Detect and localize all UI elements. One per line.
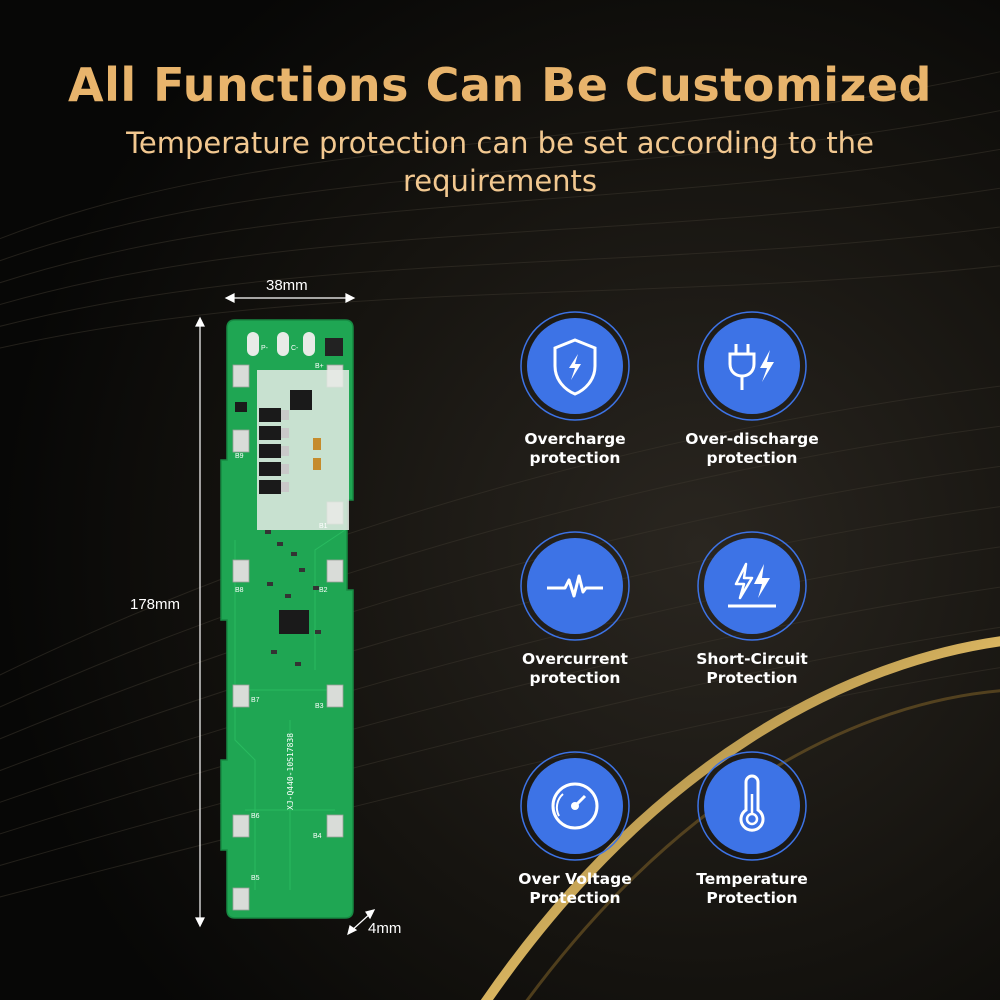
page-title: All Functions Can Be Customized <box>68 58 932 112</box>
shield-bolt-icon <box>520 311 630 421</box>
feature-temperature: Temperature Protection <box>662 750 842 908</box>
feature-over-voltage: Over Voltage Protection <box>485 750 665 908</box>
feature-label-temperature: Temperature Protection <box>696 870 808 907</box>
pulse-wave-icon <box>520 531 630 641</box>
feature-label-over-voltage: Over Voltage Protection <box>518 870 632 907</box>
feature-over-discharge: Over-discharge protection <box>662 310 842 468</box>
feature-label-short-circuit: Short-Circuit Protection <box>696 650 808 687</box>
feature-label-overcurrent: Overcurrent protection <box>522 650 628 687</box>
plug-bolt-icon <box>697 311 807 421</box>
cell-label-b1: B1 <box>319 523 328 530</box>
feature-short-circuit: Short-Circuit Protection <box>662 530 842 688</box>
cell-label-b7: B7 <box>251 697 260 704</box>
width-dimension: 38mm <box>266 277 308 294</box>
feature-overcurrent: Overcurrent protection <box>485 530 665 688</box>
pad-label-b: B+ <box>315 363 324 370</box>
cell-label-b5: B5 <box>251 875 260 882</box>
cell-label-b2: B2 <box>319 587 328 594</box>
cell-label-b6: B6 <box>251 813 260 820</box>
cell-label-b9: B9 <box>235 453 244 460</box>
feature-overcharge: Overcharge protection <box>485 310 665 468</box>
thermometer-icon <box>697 751 807 861</box>
pad-label-p: P- <box>261 345 269 352</box>
bms-pcb-board: XJ-Q440-10S17838 B9 B8 B7 B6 B5 B1 B2 B3… <box>220 319 354 919</box>
thickness-dimension: 4mm <box>368 920 402 937</box>
lightning-break-icon <box>697 531 807 641</box>
cell-label-b3: B3 <box>315 703 324 710</box>
board-code: XJ-Q440-10S17838 <box>286 733 295 810</box>
height-dimension: 178mm <box>130 596 181 613</box>
feature-label-overcharge: Overcharge protection <box>524 430 626 467</box>
page-subtitle: Temperature protection can be set accord… <box>126 126 874 198</box>
gauge-icon <box>520 751 630 861</box>
cell-label-b8: B8 <box>235 587 244 594</box>
feature-label-over-discharge: Over-discharge protection <box>685 430 819 467</box>
pad-label-c: C- <box>291 345 299 352</box>
cell-label-b4: B4 <box>313 833 322 840</box>
